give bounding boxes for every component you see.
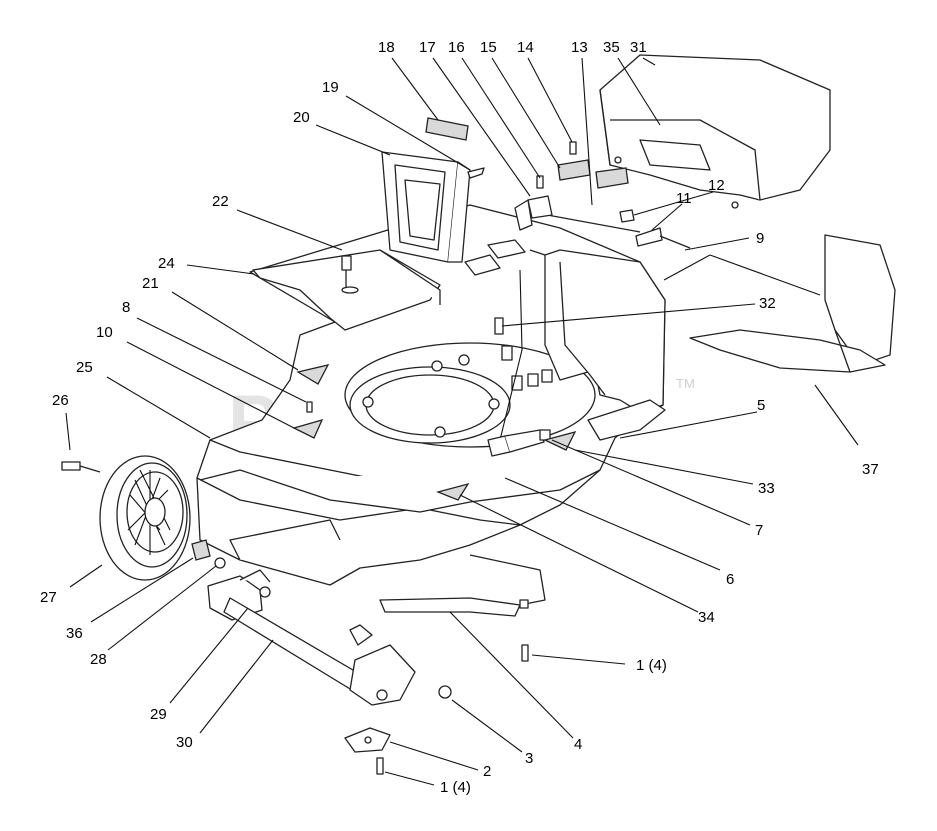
spring-part-19 — [467, 167, 485, 179]
screw-1-right — [521, 644, 529, 662]
height-lever — [349, 554, 546, 646]
arrow-decal-33 — [543, 431, 577, 451]
discharge-baffle — [381, 151, 471, 263]
latch-part-18 — [425, 117, 469, 141]
callout-33: 33 — [758, 480, 775, 497]
callout-36: 36 — [66, 625, 83, 642]
arrow-decal-21 — [296, 364, 330, 385]
callout-31: 31 — [630, 39, 647, 56]
callout-16: 16 — [448, 39, 465, 56]
callout-35: 35 — [603, 39, 620, 56]
callout-19: 19 — [322, 79, 339, 96]
callout-12: 12 — [708, 177, 725, 194]
callout-6: 6 — [726, 571, 734, 588]
control-cable — [487, 269, 551, 457]
callout-30: 30 — [176, 734, 193, 751]
callout-4: 4 — [574, 736, 582, 753]
callout-10: 10 — [96, 324, 113, 341]
callout-29: 29 — [150, 706, 167, 723]
screw-1-bottom — [376, 757, 384, 775]
callout-13: 13 — [571, 39, 588, 56]
callout-15: 15 — [480, 39, 497, 56]
callout-11: 11 — [676, 190, 692, 207]
callout-5: 5 — [757, 397, 765, 414]
arrow-decal-10 — [292, 418, 324, 439]
callout-28: 28 — [90, 651, 107, 668]
callout-2: 2 — [483, 763, 491, 780]
callout-1-right: 1 (4) — [636, 657, 667, 674]
callout-22: 22 — [212, 193, 229, 210]
callout-17: 17 — [419, 39, 436, 56]
callout-9: 9 — [756, 230, 764, 247]
callout-27: 27 — [40, 589, 57, 606]
callout-34: 34 — [698, 609, 715, 626]
callout-labels: 18 17 16 15 14 13 35 31 19 20 12 11 9 22… — [40, 39, 879, 796]
callout-3: 3 — [525, 750, 533, 767]
callout-37: 37 — [862, 461, 879, 478]
mounting-plate — [252, 249, 441, 331]
callout-24: 24 — [158, 255, 175, 272]
callout-14: 14 — [517, 39, 534, 56]
grass-deflector — [689, 234, 896, 373]
callout-21: 21 — [142, 275, 159, 292]
wheel-assembly — [61, 455, 226, 581]
callout-7: 7 — [755, 522, 763, 539]
leader-lines — [65, 57, 859, 786]
callout-32: 32 — [759, 295, 776, 312]
callout-26: 26 — [52, 392, 69, 409]
rear-skirt — [587, 399, 666, 441]
callout-20: 20 — [293, 109, 310, 126]
rear-rod-assembly — [514, 141, 691, 249]
callout-8: 8 — [122, 299, 130, 316]
watermark-trademark: TM — [676, 376, 695, 391]
callout-18: 18 — [378, 39, 395, 56]
rear-door — [599, 54, 831, 209]
callout-1-bottom: 1 (4) — [440, 779, 471, 796]
screw-8 — [306, 401, 313, 413]
arrow-decal-34 — [435, 482, 470, 501]
callout-25: 25 — [76, 359, 93, 376]
bolt-22 — [341, 255, 352, 271]
axle-assembly — [207, 569, 452, 706]
mower-deck — [196, 204, 666, 586]
